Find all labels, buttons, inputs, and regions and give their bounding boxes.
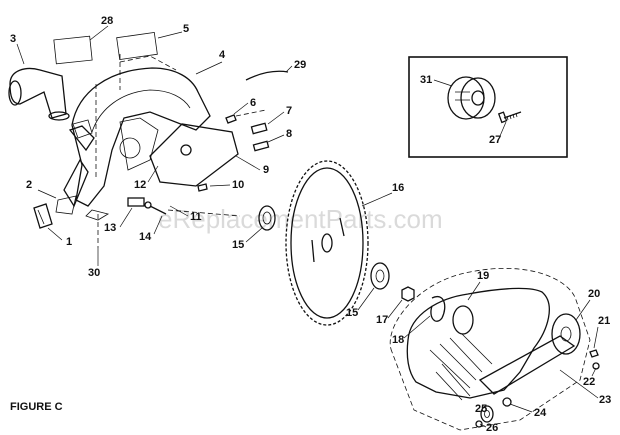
inset-panel — [408, 56, 568, 158]
dust-elbow-drawing — [8, 67, 70, 121]
small-hardware-drawing — [33, 114, 270, 229]
link-arm-drawing — [478, 313, 600, 395]
lower-guard-drawing — [406, 287, 550, 401]
callout-4: 4 — [219, 49, 226, 61]
callout-30: 30 — [88, 267, 100, 279]
upper-guard-drawing — [55, 67, 211, 215]
callout-13: 13 — [104, 222, 116, 234]
assembly-drawing — [8, 32, 600, 431]
callout-6: 6 — [250, 97, 256, 109]
watermark: eReplacementParts.com — [158, 204, 443, 234]
callout-24: 24 — [534, 407, 547, 419]
callout-18: 18 — [392, 334, 404, 346]
flange-washer-drawing — [258, 205, 390, 290]
nut-and-spring-drawing — [401, 286, 446, 322]
screw-drawing — [497, 111, 522, 124]
callout-15-lower: 15 — [346, 307, 358, 319]
callout-5: 5 — [183, 23, 189, 35]
callout-8: 8 — [286, 128, 292, 140]
callout-15-upper: 15 — [232, 239, 244, 251]
callout-7: 7 — [286, 105, 292, 117]
callout-14: 14 — [139, 231, 152, 243]
callout-25: 25 — [475, 403, 487, 415]
callout-31: 31 — [420, 74, 432, 86]
callouts: 1 2 3 4 5 6 7 8 9 10 11 12 13 14 15 15 1… — [10, 15, 611, 434]
callout-16: 16 — [392, 182, 404, 194]
knob-drawing — [447, 76, 496, 120]
callout-9: 9 — [263, 164, 269, 176]
callout-10: 10 — [232, 179, 244, 191]
bottom-hardware-drawing — [475, 397, 512, 428]
arbor-plate-drawing — [149, 123, 239, 187]
dashed-guides — [95, 54, 591, 431]
callout-12: 12 — [134, 179, 146, 191]
callout-28: 28 — [101, 15, 113, 27]
callout-19: 19 — [477, 270, 489, 282]
callout-22: 22 — [583, 376, 595, 388]
callout-1: 1 — [66, 236, 72, 248]
callout-26: 26 — [486, 422, 498, 434]
callout-29: 29 — [294, 59, 306, 71]
callout-23: 23 — [599, 394, 611, 406]
callout-2: 2 — [26, 179, 32, 191]
callout-27: 27 — [489, 134, 501, 146]
callout-21: 21 — [598, 315, 610, 327]
callout-17: 17 — [376, 314, 388, 326]
callout-20: 20 — [588, 288, 600, 300]
callout-3: 3 — [10, 33, 16, 45]
callout-11: 11 — [190, 211, 202, 223]
figure-caption: FIGURE C — [10, 401, 63, 413]
label-decals-drawing — [53, 32, 289, 81]
saw-blade-drawing — [285, 160, 369, 326]
